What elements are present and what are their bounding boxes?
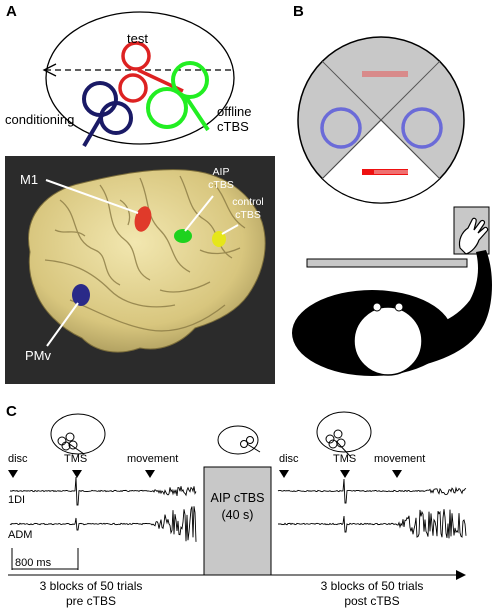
test-label: test [127, 31, 148, 46]
panel-b-letter: B [293, 3, 304, 20]
event-markers-pre: disc TMS movement [8, 453, 178, 478]
pmv-site [72, 284, 90, 306]
head-topview [353, 306, 423, 376]
brain-render: M1 AIP cTBS control cTBS PMv [5, 156, 275, 384]
time-axis-arrowhead [456, 570, 466, 580]
disc-arrow-post [279, 470, 289, 478]
head-icon-ctbs [217, 425, 261, 455]
m1-site [134, 206, 152, 232]
nose-left-marker [372, 302, 382, 312]
sector-line-2 [321, 60, 441, 180]
subject-setup [292, 206, 492, 376]
aip-label-line1: AIP [213, 166, 230, 178]
tms-label-post: TMS [333, 453, 356, 465]
aip-box-line2: (40 s) [222, 508, 254, 522]
aip-box-line1: AIP cTBS [211, 491, 265, 505]
head-outline [45, 11, 235, 145]
nose-right-marker [394, 302, 404, 312]
control-label-line1: control [232, 196, 264, 208]
aip-label-line2: cTBS [208, 179, 234, 191]
m1-label: M1 [20, 172, 38, 187]
blocks-pre-line1: 3 blocks of 50 trials [40, 579, 143, 593]
offline-label-line2: cTBS [217, 119, 249, 134]
panel-c-letter: C [6, 403, 17, 420]
task-display [297, 36, 465, 204]
conditioning-coil [82, 81, 133, 148]
aip-site [174, 229, 192, 243]
left-target-circle [320, 107, 362, 149]
right-target-circle [401, 107, 443, 149]
brain-pointer-lines [45, 179, 239, 347]
tms-arrow-post [340, 470, 350, 478]
head-icon-post [316, 411, 372, 457]
tms-arrow-pre [72, 470, 82, 478]
disc-label-post: disc [279, 453, 299, 465]
scale-label: 800 ms [15, 557, 52, 569]
blocks-pre-line2: pre cTBS [66, 594, 116, 608]
head-icon-pre [50, 413, 106, 455]
disc-arrow-pre [8, 470, 18, 478]
nose-marker [42, 63, 57, 77]
movement-label-pre: movement [127, 453, 178, 465]
offline-label-line1: offline [217, 104, 251, 119]
adm-channel-label: ADM [8, 529, 32, 541]
disc-label-pre: disc [8, 453, 28, 465]
control-label-line2: cTBS [235, 209, 261, 221]
control-site [212, 231, 226, 247]
adm-trace-post [278, 509, 467, 539]
fdi-trace-pre [10, 476, 197, 506]
panel-a-letter: A [6, 3, 17, 20]
adm-trace-pre [9, 506, 197, 542]
offline-ctbs-coil [146, 61, 210, 132]
conditioning-label: conditioning [5, 112, 74, 127]
nose-shape [381, 300, 395, 305]
bottom-sector-white [321, 119, 441, 204]
pmv-label: PMv [25, 348, 52, 363]
blocks-post-line2: post cTBS [344, 594, 399, 608]
table-bar [306, 258, 468, 268]
fdi-trace-post [277, 478, 467, 504]
movement-label-post: movement [374, 453, 425, 465]
time-scale-bar [11, 548, 79, 570]
brain-surface [28, 169, 266, 353]
bottom-bar-highlight [374, 170, 408, 174]
emg-traces [9, 476, 467, 542]
movement-arrow-pre [145, 470, 155, 478]
tms-label-pre: TMS [64, 453, 87, 465]
head-coil-schematic: test conditioning offline cTBS [5, 11, 251, 148]
aip-ctbs-box [203, 466, 272, 576]
fdi-channel-label: 1DI [8, 494, 25, 506]
top-bar [362, 71, 408, 77]
movement-arrow-post [392, 470, 402, 478]
event-markers-post: disc TMS movement [279, 453, 425, 478]
hand-icon [458, 217, 489, 255]
blocks-post-line1: 3 blocks of 50 trials [321, 579, 424, 593]
